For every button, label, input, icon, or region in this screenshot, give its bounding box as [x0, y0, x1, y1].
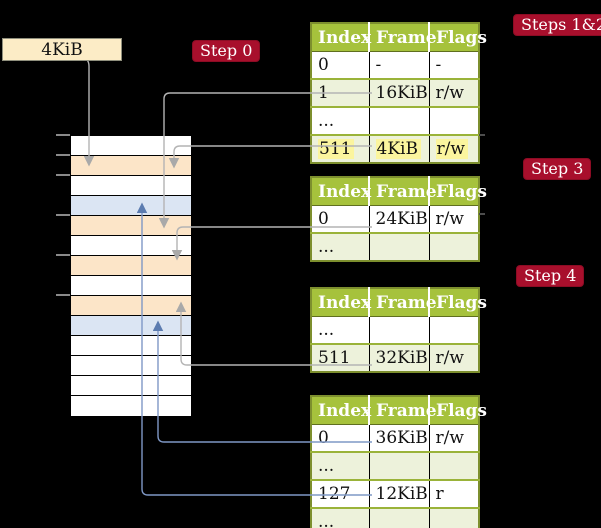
table-cell: r [428, 480, 479, 508]
memory-tick [56, 134, 70, 136]
memory-tick [56, 214, 70, 216]
memory-frame-row [71, 216, 191, 236]
table-cell: 0 [318, 55, 329, 75]
table-row: ... [311, 107, 479, 135]
column-header: Flags [428, 23, 487, 52]
memory-frame-row [71, 276, 191, 296]
table-cell: r/w [428, 205, 479, 233]
column-header: Frame [368, 177, 437, 206]
memory-tick [56, 294, 70, 296]
memory-frame-row [71, 296, 191, 316]
highlighted-value: r/w [435, 139, 468, 159]
badge-step-3: Step 3 [523, 158, 592, 180]
memory-frame-row [71, 356, 191, 376]
table-cell: ... [318, 320, 335, 340]
table-cell: 4KiB [368, 135, 429, 163]
table-row: ... [311, 508, 479, 528]
frame-size-box: 4KiB [2, 38, 122, 61]
table-cell: 24KiB [368, 205, 429, 233]
table-cell: 0 [318, 428, 329, 448]
table-row: 0 -- [311, 51, 479, 79]
memory-tick [56, 154, 70, 156]
table-row: ... [311, 233, 479, 261]
table-cell [368, 107, 429, 135]
table-cell: r/w [428, 344, 479, 372]
table-cell: - [428, 51, 479, 79]
table-row: 511 4KiB r/w [311, 135, 479, 163]
table-cell [368, 233, 429, 261]
table-cell: ... [318, 512, 335, 528]
memory-frame-row [71, 396, 191, 416]
table-cell [368, 316, 429, 344]
badge-steps-1-2: Steps 1&2 [513, 14, 601, 36]
table-cell: 511 [318, 348, 351, 368]
table-cell: ... [318, 237, 335, 257]
table-cell [428, 107, 479, 135]
table-cell: r/w [428, 79, 479, 107]
column-header: Index [311, 288, 371, 317]
table-cell: 32KiB [368, 344, 429, 372]
table-cell: - [368, 51, 429, 79]
memory-frame-row [71, 336, 191, 356]
memory-frame-row [71, 376, 191, 396]
badge-step-4: Step 4 [516, 265, 585, 287]
table-cell [428, 316, 479, 344]
table-cell: 511 [311, 135, 369, 163]
table-cell: 0 [318, 209, 329, 229]
column-header: Frame [368, 396, 437, 425]
physical-memory-column [70, 135, 192, 417]
column-header: Index [311, 396, 371, 425]
memory-frame-row [71, 136, 191, 156]
column-header: Index [311, 23, 371, 52]
memory-frame-row [71, 156, 191, 176]
frame-size-label: 4KiB [41, 39, 83, 60]
column-header: Index [311, 177, 371, 206]
table-cell [428, 452, 479, 480]
column-header: Frame [368, 23, 437, 52]
memory-frame-row [71, 236, 191, 256]
table-cell: 36KiB [368, 424, 429, 452]
table-cell: 127 [318, 484, 351, 504]
memory-tick [56, 254, 70, 256]
table-cell: 1 [318, 83, 329, 103]
table-cell [368, 452, 429, 480]
column-header: Frame [368, 288, 437, 317]
table-cell: 12KiB [368, 480, 429, 508]
table-cell: r/w [428, 135, 479, 163]
table-cell: 16KiB [368, 79, 429, 107]
column-header: Flags [428, 177, 487, 206]
table-cell [368, 508, 429, 528]
table-cell: r/w [428, 424, 479, 452]
table-row: ... [311, 316, 479, 344]
highlighted-value: 4KiB [375, 139, 421, 159]
badge-step-0: Step 0 [192, 40, 261, 62]
table-cell: ... [318, 111, 335, 131]
table-cell [428, 508, 479, 528]
memory-frame-row [71, 256, 191, 276]
table-cell [428, 233, 479, 261]
table-row: ... [311, 452, 479, 480]
memory-frame-row [71, 176, 191, 196]
column-header: Flags [428, 288, 487, 317]
memory-frame-row [71, 316, 191, 336]
memory-tick [56, 174, 70, 176]
memory-frame-row [71, 196, 191, 216]
highlighted-value: 511 [318, 139, 355, 159]
table-cell: ... [318, 456, 335, 476]
column-header: Flags [428, 396, 487, 425]
